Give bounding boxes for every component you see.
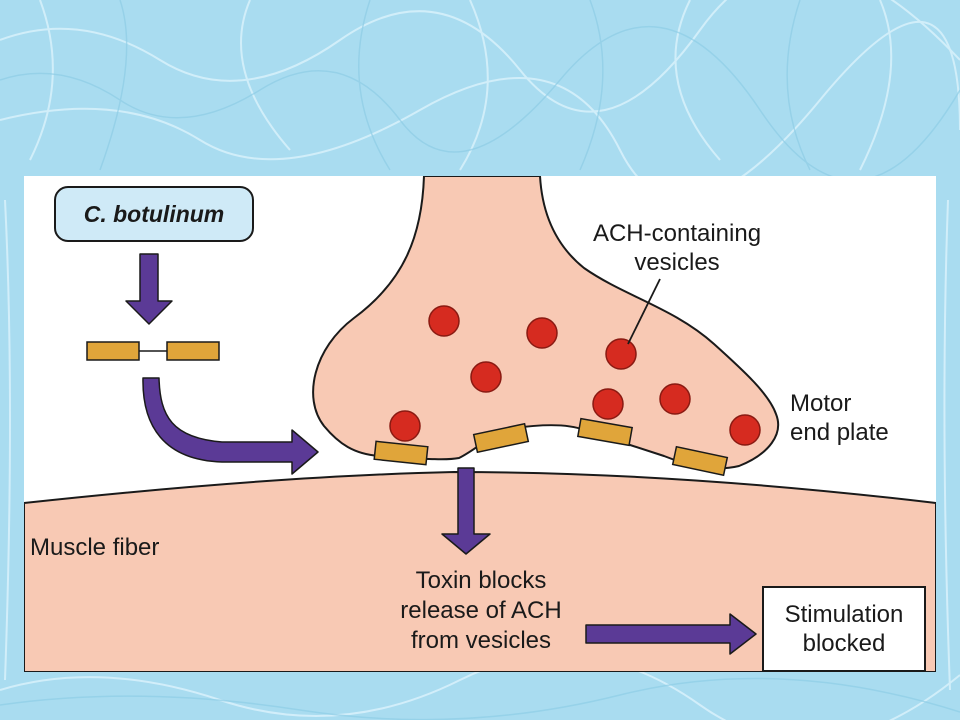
vesicle bbox=[470, 361, 502, 393]
result-box: Stimulation blocked bbox=[762, 586, 926, 672]
vesicles-label: ACH-containing vesicles bbox=[569, 220, 785, 278]
vesicle bbox=[729, 414, 761, 446]
motor-end-plate-label: Motor end plate bbox=[790, 390, 889, 448]
bound-toxin-group bbox=[373, 417, 729, 477]
arrow-group bbox=[125, 253, 757, 655]
motor-end-plate-label-line: end plate bbox=[790, 418, 889, 446]
vesicles-label-line: vesicles bbox=[634, 248, 720, 276]
toxin-chain-left bbox=[86, 341, 140, 361]
vesicle bbox=[659, 383, 691, 415]
motor-end-plate-label-line: Motor bbox=[790, 390, 852, 417]
bound-toxin bbox=[373, 440, 429, 466]
vesicles-label-line: ACH-containing bbox=[592, 220, 762, 247]
arrow-to-result bbox=[585, 613, 757, 655]
source-organism-box: C. botulinum bbox=[54, 186, 254, 242]
vesicle bbox=[605, 338, 637, 370]
muscle-fiber-label-text: Muscle fiber bbox=[30, 534, 160, 561]
vesicle bbox=[592, 388, 624, 420]
bound-toxin bbox=[472, 422, 530, 454]
muscle-fiber-label: Muscle fiber bbox=[30, 534, 159, 563]
vesicle bbox=[526, 317, 558, 349]
source-organism-label: C. botulinum bbox=[83, 200, 225, 227]
diagram-canvas bbox=[24, 176, 936, 672]
toxin-effect-label-line: from vesicles bbox=[410, 627, 552, 654]
vesicle bbox=[428, 305, 460, 337]
vesicle-group bbox=[389, 305, 761, 446]
toxin-effect-label: Toxin blocks release of ACH from vesicle… bbox=[376, 566, 586, 656]
arrow-membrane-down bbox=[441, 467, 491, 555]
result-label-line: blocked bbox=[802, 630, 886, 657]
result-label-line: Stimulation bbox=[784, 600, 904, 628]
toxin-chain-right bbox=[166, 341, 220, 361]
toxin-effect-label-line: release of ACH bbox=[400, 597, 562, 624]
vesicle bbox=[389, 410, 421, 442]
bound-toxin bbox=[671, 445, 729, 477]
diagram-panel: C. botulinum ACH-containing vesicles Mot… bbox=[24, 176, 936, 672]
vesicle-pointer-line bbox=[627, 278, 661, 345]
bound-toxin bbox=[576, 417, 634, 447]
toxin-molecule bbox=[86, 341, 220, 361]
arrow-curved-to-membrane bbox=[142, 377, 319, 475]
arrow-source-down bbox=[125, 253, 173, 325]
toxin-effect-label-line: Toxin blocks bbox=[415, 567, 547, 594]
